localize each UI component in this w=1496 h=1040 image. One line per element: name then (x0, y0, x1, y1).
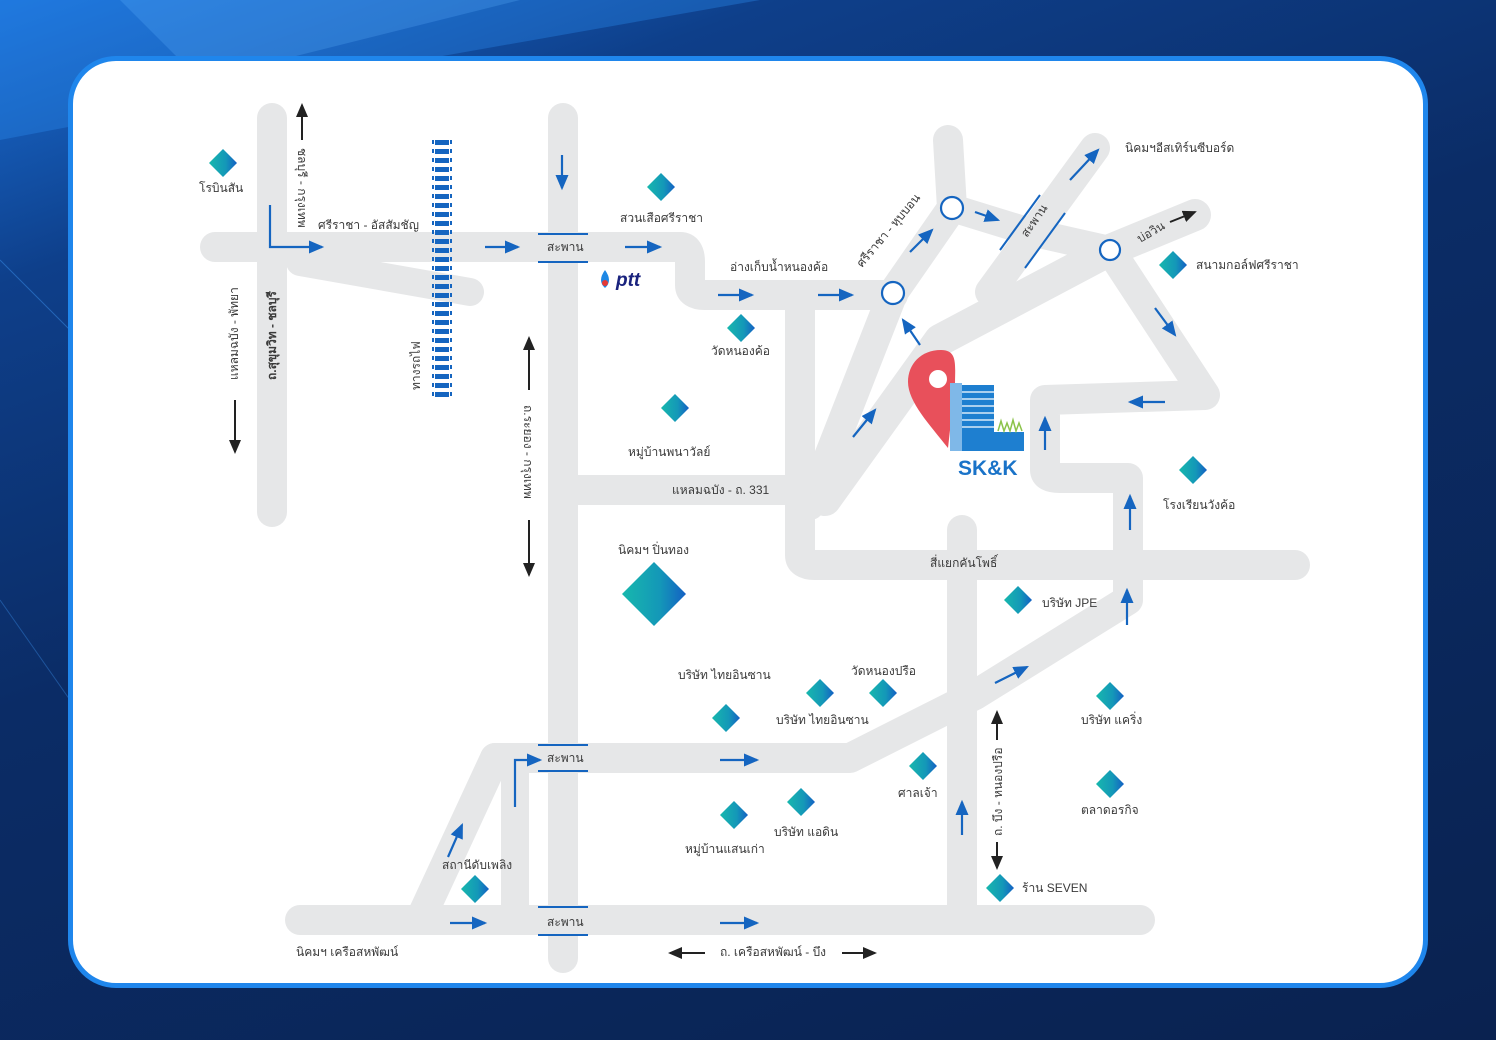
label-rayong-bangkok: ถ.ระยอง - กรุงเทพ (520, 405, 535, 499)
sk-k-location-pin[interactable] (908, 350, 956, 448)
label-laemchabang-pattaya: แหลมฉบัง - พัทยา (227, 287, 241, 380)
label-wat-nongprue: วัดหนองปรือ (851, 664, 916, 678)
label-wat-nongkho: วัดหนองค้อ (711, 344, 770, 358)
label-sriracha-assumption: ศรีราชา - อัสสัมชัญ (318, 218, 419, 232)
roundabout (1098, 238, 1122, 262)
label-adin-company: บริษัท แอดิน (774, 825, 838, 839)
building-icon (950, 383, 1024, 451)
label-robinson: โรบินสัน (199, 181, 243, 195)
roads (200, 103, 1310, 973)
label-chonburi-bangkok: ชลบุรี - กรุงเทพ (294, 148, 309, 228)
label-tiger-zoo: สวนเสือศรีราชา (620, 211, 703, 225)
ptt-logo: ptt (601, 270, 641, 291)
label-saha-estate: นิคมฯ เครือสหพัฒน์ (296, 945, 398, 959)
roundabout (880, 280, 906, 306)
route-map: ptt SK&K โรบินสัน ชลบุรี - กรุงเทพ ศรีรา… (199, 103, 1310, 973)
direction-arrows (229, 103, 1197, 959)
label-bueng-nongprue: ถ. บึง - หนองปรือ (991, 747, 1005, 836)
label-bridge: สะพาน (547, 240, 584, 254)
label-seven-store: ร้าน SEVEN (1022, 881, 1087, 895)
label-jpe-company: บริษัท JPE (1042, 596, 1097, 610)
label-sukhumvit-chonburi: ถ.สุขุมวิท - ชลบุรี (265, 291, 280, 380)
map-card: ptt SK&K โรบินสัน ชลบุรี - กรุงเทพ ศรีรา… (68, 56, 1428, 988)
label-sriracha-golf: สนามกอล์ฟศรีราชา (1196, 258, 1299, 272)
label-saenkao-village: หมู่บ้านแสนเก่า (685, 842, 765, 857)
label-nongkho-reservoir: อ่างเก็บน้ำหนองค้อ (730, 258, 828, 274)
roundabout (939, 195, 965, 221)
label-phanawan-village: หมู่บ้านพนาวัลย์ (628, 445, 710, 460)
label-bridge: สะพาน (547, 751, 584, 765)
svg-text:ptt: ptt (615, 270, 641, 291)
label-bridge: สะพาน (547, 915, 584, 929)
label-fire-station: สถานีดับเพลิง (442, 858, 512, 872)
label-eastern-seaboard: นิคมฯอีสเทิร์นซีบอร์ด (1125, 141, 1234, 155)
label-thai-insan: บริษัท ไทยอินซาน (678, 668, 771, 682)
label-saha-bueng: ถ. เครือสหพัฒน์ - บึง (720, 945, 826, 959)
label-khanpho-junction: สี่แยกคันโพธิ์ (930, 554, 999, 570)
label-caring-company: บริษัท แคริ่ง (1081, 711, 1142, 727)
label-shrine: ศาลเจ้า (898, 786, 938, 800)
bridges (538, 194, 1066, 936)
label-thai-insan: บริษัท ไทยอินซาน (776, 713, 869, 727)
label-wangkho-school: โรงเรียนวังค้อ (1163, 498, 1235, 512)
label-laemchabang-331: แหลมฉบัง - ถ. 331 (672, 483, 770, 497)
label-orakit-market: ตลาดอรกิจ (1081, 803, 1139, 817)
label-pinthong-estate: นิคมฯ ปิ่นทอง (618, 541, 689, 557)
label-railway: ทางรถไฟ (409, 341, 423, 390)
landmark-markers (209, 149, 1207, 903)
sk-k-label: SK&K (958, 457, 1018, 480)
railway (432, 140, 452, 400)
